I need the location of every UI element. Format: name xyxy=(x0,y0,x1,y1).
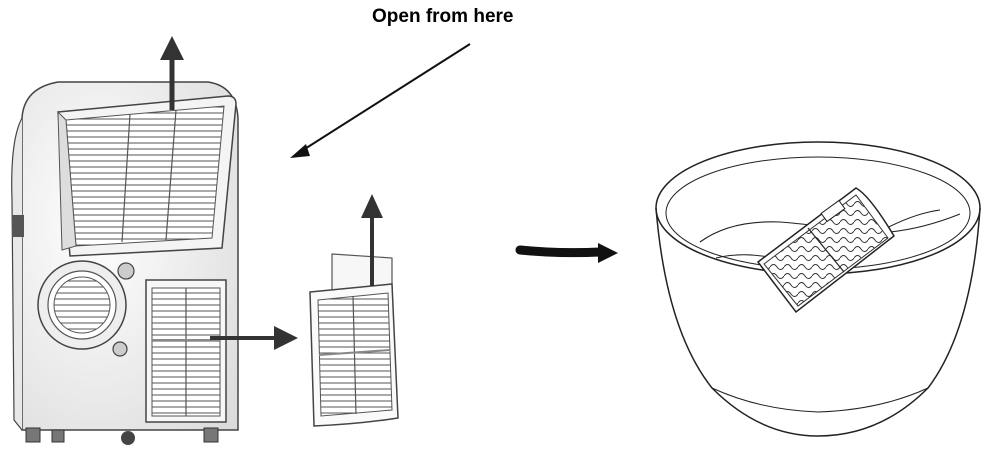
upper-filter-panel xyxy=(57,95,237,257)
drain-port-lower xyxy=(112,341,128,357)
wheel xyxy=(203,427,219,443)
callout-pointer-arrow xyxy=(290,43,471,158)
exhaust-vent xyxy=(37,260,127,350)
remove-lower-filter-arrow xyxy=(210,326,298,350)
air-conditioner-unit xyxy=(11,81,239,445)
drain-port-upper xyxy=(117,262,135,280)
lower-filter-panel xyxy=(145,279,227,423)
lift-removed-filter-arrow xyxy=(361,194,383,286)
drain-plug xyxy=(121,431,135,445)
soaking-filter xyxy=(756,187,895,314)
wheel xyxy=(51,429,65,443)
open-from-here-label: Open from here xyxy=(372,6,514,27)
removed-filter xyxy=(309,253,399,427)
lift-upper-filter-arrow xyxy=(160,36,184,110)
side-handle xyxy=(12,215,24,237)
wheel xyxy=(25,427,41,443)
next-step-arrow xyxy=(515,243,618,263)
